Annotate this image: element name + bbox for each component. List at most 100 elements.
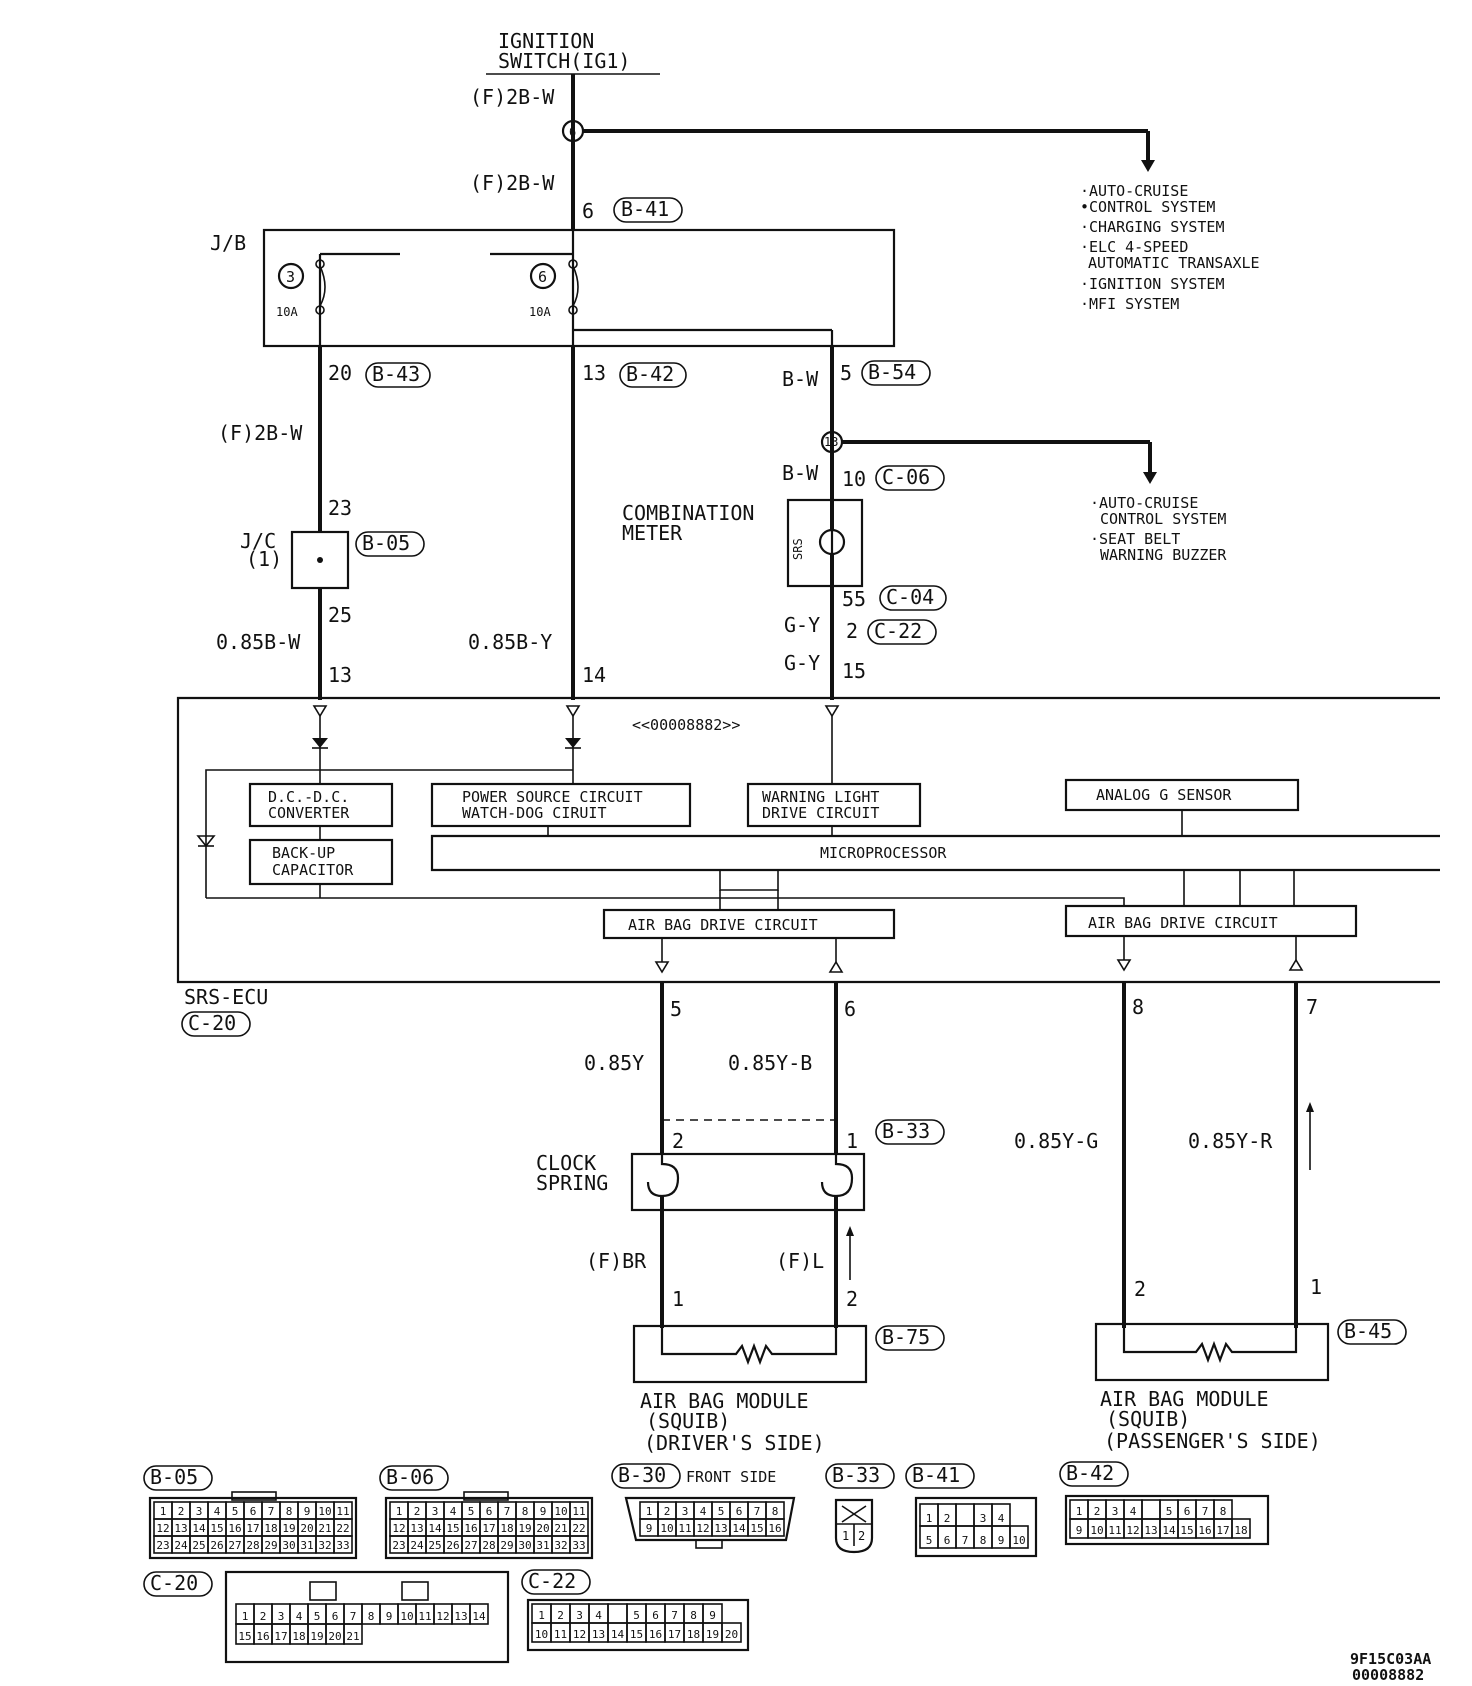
wire-yg: 0.85Y-G [1014, 1129, 1098, 1153]
connector-pin-number: 14 [472, 1610, 486, 1623]
warning-1: WARNING LIGHT [762, 788, 879, 806]
wire-mid: 0.85B-Y [468, 630, 552, 654]
connector-pin-number: 6 [736, 1505, 743, 1518]
connector-pin-number: 14 [611, 1628, 625, 1641]
meter-code: SRS [791, 538, 805, 560]
connector-pin-cell [1231, 1518, 1251, 1539]
connector-pin-number: 20 [725, 1628, 738, 1641]
connector-pin-number: 24 [174, 1539, 188, 1552]
connector-pin-number: 20 [300, 1522, 313, 1535]
connector-pin-number: 7 [671, 1609, 678, 1622]
backup-1: BACK-UP [272, 844, 335, 862]
drive-circuit-1: AIR BAG DRIVE CIRCUIT [628, 916, 818, 934]
connector-pin-number: 12 [696, 1522, 709, 1535]
connector-pin-number: 2 [260, 1610, 267, 1623]
connector-pin-number: 2 [178, 1505, 185, 1518]
connector-pin-number: 13 [174, 1522, 187, 1535]
connector-pin-number: 10 [400, 1610, 413, 1623]
connector-pin-cell [343, 1623, 363, 1645]
wire-left-1: (F)2B-W [218, 421, 303, 445]
connector-pin-number: 32 [318, 1539, 331, 1552]
conn-b75: B-75 [882, 1325, 930, 1349]
wire-y: 0.85Y [584, 1051, 644, 1075]
conn-b43: B-43 [372, 362, 420, 386]
connector-pin-number: 17 [482, 1522, 495, 1535]
meter-label-1: COMBINATION [622, 501, 754, 525]
cv-b33: 1 2 [834, 1498, 874, 1554]
connector-pin-number: 7 [504, 1505, 511, 1518]
connector-views: B-05 B-06 B-30 FRONT SIDE B-33 B-41 B-42… [143, 1461, 1270, 1664]
connector-pin-number: 3 [278, 1610, 285, 1623]
wire-yr: 0.85Y-R [1188, 1129, 1273, 1153]
cv-label-b06: B-06 [386, 1465, 434, 1489]
connector-pin-number: 10 [1090, 1524, 1103, 1537]
clock-spring: CLOCK SPRING 2 1 B-33 [536, 1119, 945, 1212]
pin-6: 6 [844, 997, 856, 1021]
branch-list-1: ·AUTO-CRUISE •CONTROL SYSTEM ·CHARGING S… [1080, 182, 1260, 313]
connector-pin-number: 14 [428, 1522, 442, 1535]
connector-pin-number: 7 [268, 1505, 275, 1518]
connector-pin-number: 29 [264, 1539, 277, 1552]
connector-pin-number: 7 [754, 1505, 761, 1518]
connector-pin-number: 4 [595, 1609, 602, 1622]
connector-pin-number: 12 [156, 1522, 169, 1535]
pin-5: 5 [670, 997, 682, 1021]
connector-pin-number: 1 [926, 1512, 933, 1525]
ignition-label-2: SWITCH(IG1) [498, 49, 630, 73]
connector-pin-number: 2 [414, 1505, 421, 1518]
fuse-3-rating: 10A [276, 305, 298, 319]
wire-right-1: B-W [782, 367, 819, 391]
connector-pin-number: 22 [572, 1522, 585, 1535]
connector-pin-number: 25 [428, 1539, 441, 1552]
connector-pin-number: 28 [246, 1539, 259, 1552]
backup-2: CAPACITOR [272, 861, 354, 879]
junction-13: 13 [824, 435, 838, 449]
pass-label-3: (PASSENGER'S SIDE) [1104, 1429, 1321, 1453]
connector-pin-number: 2 [944, 1512, 951, 1525]
connector-pin-number: 19 [518, 1522, 531, 1535]
cv-label-c20: C-20 [150, 1571, 198, 1595]
connector-pin-number: 18 [687, 1628, 700, 1641]
connector-pin-number: 30 [282, 1539, 295, 1552]
connector-pin-number: 23 [392, 1539, 405, 1552]
connector-pin-number: 1 [160, 1505, 167, 1518]
branch1-item: •CONTROL SYSTEM [1080, 198, 1215, 216]
connector-pin-number: 11 [418, 1610, 431, 1623]
connector-pin-cell [607, 1603, 628, 1624]
connector-pin-number: 5 [468, 1505, 475, 1518]
connector-pin-number: 15 [446, 1522, 459, 1535]
connector-pin-number: 16 [464, 1522, 477, 1535]
pass-label-2: (SQUIB) [1106, 1407, 1190, 1431]
connector-pin-cell [765, 1518, 785, 1537]
connector-pin-number: 11 [336, 1505, 349, 1518]
connector-pin-number: 6 [1184, 1505, 1191, 1518]
connector-pin-number: 1 [646, 1505, 653, 1518]
connector-pin-number: 14 [1162, 1524, 1176, 1537]
pin-jc-in: 23 [328, 496, 352, 520]
connector-pin-number: 7 [350, 1610, 357, 1623]
connector-pin-number: 5 [718, 1505, 725, 1518]
connector-pin-number: 9 [998, 1534, 1005, 1547]
drv-label-3: (DRIVER'S SIDE) [644, 1431, 825, 1455]
connector-pin-number: 13 [592, 1628, 605, 1641]
fuse-6-rating: 10A [529, 305, 551, 319]
connector-pin-number: 33 [572, 1539, 585, 1552]
srs-ecu: <<00008882>> D.C.-D.C. CONVERTER BACK-UP… [176, 696, 1440, 1037]
branch2-item: ·AUTO-CRUISE [1090, 494, 1198, 512]
clock-pin-2: 2 [672, 1129, 684, 1153]
connector-pin-number: 12 [573, 1628, 586, 1641]
connector-pin-number: 8 [522, 1505, 529, 1518]
power-1: POWER SOURCE CIRCUIT [462, 788, 643, 806]
cv-b30-note: FRONT SIDE [686, 1468, 776, 1486]
cv-label-b33: B-33 [832, 1463, 880, 1487]
connector-pin-number: 15 [238, 1630, 251, 1643]
connector-pin-number: 8 [690, 1609, 697, 1622]
branch1-item: ·ELC 4-SPEED [1080, 238, 1188, 256]
connector-pin-cell [955, 1503, 975, 1527]
connector-pin-number: 13 [454, 1610, 467, 1623]
connector-pin-number: 15 [210, 1522, 223, 1535]
air-bag-module-passenger: B-45 AIR BAG MODULE (SQUIB) (PASSENGER'S… [1094, 1319, 1407, 1453]
